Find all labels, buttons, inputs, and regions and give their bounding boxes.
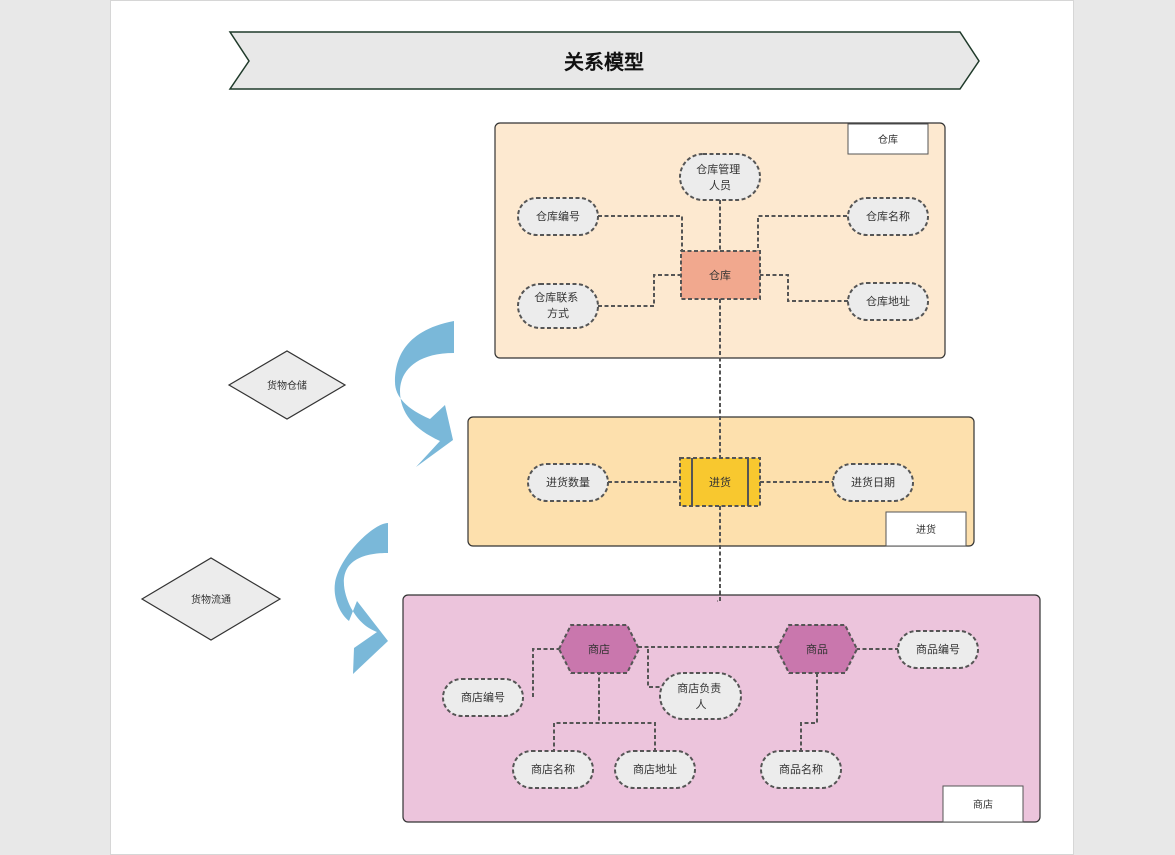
attr-shop-id[interactable] (442, 678, 524, 717)
page-title: 关系模型 (564, 50, 644, 74)
attr-warehouse-name-label: 仓库名称 (866, 209, 910, 223)
attr-shop-id-label: 商店编号 (461, 690, 505, 704)
entity-product[interactable] (775, 624, 859, 674)
attr-warehouse-contact-label: 仓库联系 方式 (534, 290, 582, 320)
attr-warehouse-manager[interactable] (679, 153, 761, 201)
panel-tag-warehouse-label: 仓库 (878, 133, 898, 146)
attr-warehouse-address[interactable] (847, 282, 929, 321)
flow-diamond-circulation[interactable] (140, 557, 282, 641)
attr-shop-address-label: 商店地址 (633, 762, 677, 776)
entity-warehouse-label: 仓库 (709, 268, 731, 282)
panel-tag-warehouse (847, 123, 929, 155)
attr-warehouse-id[interactable] (517, 197, 599, 236)
attr-purchase-date[interactable] (832, 463, 914, 502)
flow-diamond-circulation-label: 货物流通 (191, 593, 231, 606)
panel-tag-shop-label: 商店 (973, 798, 993, 811)
attr-warehouse-manager-line1: 仓库管理 (696, 162, 740, 176)
attr-warehouse-address-label: 仓库地址 (866, 294, 910, 308)
attr-shop-address[interactable] (614, 750, 696, 789)
attr-product-name[interactable] (760, 750, 842, 789)
panel-tag-shop (942, 785, 1024, 823)
attr-shop-manager-line1: 商店负责 (677, 681, 721, 695)
attr-warehouse-manager-line2: 人员 (709, 179, 731, 192)
entity-shop-label: 商店 (588, 642, 610, 656)
flow-arrow-storage (395, 321, 454, 467)
attr-purchase-quantity[interactable] (527, 463, 609, 502)
attr-product-id-label: 商品编号 (916, 642, 960, 656)
attr-product-id[interactable] (897, 630, 979, 669)
flow-arrow-circulation (334, 523, 388, 674)
diagram-page: 关系模型 仓库 进货 商店 仓库 进货 商店 商品 (110, 0, 1074, 855)
entity-product-label: 商品 (806, 642, 828, 656)
flow-diamond-storage-label: 货物仓储 (267, 379, 307, 392)
attr-warehouse-id-label: 仓库编号 (536, 209, 580, 223)
title-banner (228, 31, 980, 90)
attr-product-name-label: 商品名称 (779, 762, 823, 776)
attr-purchase-quantity-label: 进货数量 (546, 475, 590, 489)
attr-shop-manager[interactable] (659, 672, 742, 720)
entity-purchase-label: 进货 (709, 475, 731, 489)
panel-tag-purchase (885, 511, 967, 547)
entity-shop[interactable] (557, 624, 641, 674)
attr-warehouse-contact[interactable] (517, 283, 599, 329)
attr-shop-name-label: 商店名称 (531, 762, 575, 776)
attr-purchase-date-label: 进货日期 (851, 475, 895, 489)
attr-shop-name[interactable] (512, 750, 594, 789)
attr-shop-manager-label: 商店负责 人 (677, 681, 725, 711)
attr-warehouse-contact-line2: 方式 (547, 306, 569, 320)
diagram-canvas: 关系模型 仓库 进货 商店 仓库 进货 商店 商品 (140, 31, 1041, 823)
attr-shop-manager-line2: 人 (696, 698, 707, 711)
flow-diamond-storage[interactable] (227, 350, 347, 420)
panel-tag-purchase-label: 进货 (916, 523, 936, 536)
entity-warehouse[interactable] (680, 250, 761, 300)
attr-warehouse-contact-line1: 仓库联系 (534, 290, 578, 304)
attr-warehouse-name[interactable] (847, 197, 929, 236)
attr-warehouse-manager-label: 仓库管理 人员 (696, 162, 744, 192)
entity-purchase[interactable] (679, 457, 761, 507)
